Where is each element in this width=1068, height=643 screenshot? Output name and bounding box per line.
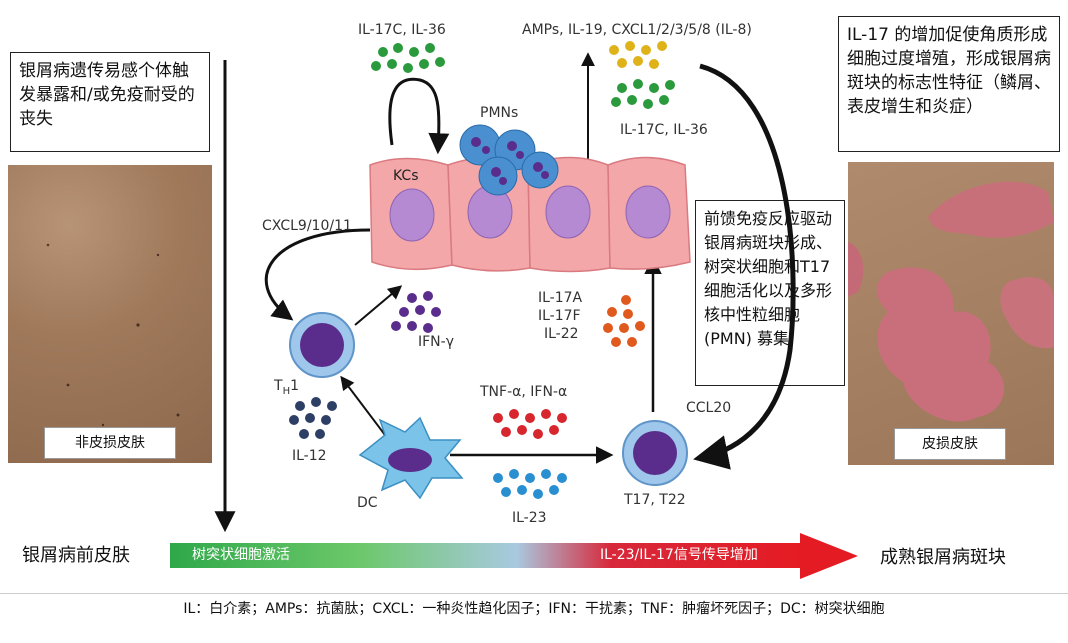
dots-il17c-right [611, 79, 675, 109]
left-note-text: 银屑病遗传易感个体触发暴露和/或免疫耐受的丧失 [19, 61, 195, 129]
right-note-text: IL-17 的增加促使角质形成细胞过度增殖，形成银屑病斑块的标志性特征（鳞屑、表… [847, 25, 1051, 117]
dots-il23 [493, 469, 567, 499]
bottom-left-label: 银屑病前皮肤 [22, 545, 130, 566]
label-il12: IL-12 [292, 448, 327, 464]
label-il17f: IL-17F [538, 308, 581, 324]
right-note-box: IL-17 的增加促使角质形成细胞过度增殖，形成银屑病斑块的标志性特征（鳞屑、表… [838, 16, 1060, 152]
lesional-skin-label: 皮损皮肤 [894, 428, 1006, 460]
dots-il17a [603, 295, 645, 347]
label-pmns: PMNs [480, 105, 519, 121]
nucleus-3 [545, 185, 591, 239]
label-ccl20: CCL20 [686, 400, 732, 416]
bar-left-text: 树突状细胞激活 [192, 547, 290, 563]
dots-il12 [289, 397, 337, 439]
dots-amps [609, 41, 667, 69]
autocrine-loop-arrow [388, 77, 450, 155]
label-il22: IL-22 [544, 326, 579, 342]
label-il17c-right: IL-17C, IL-36 [620, 122, 708, 138]
label-th1-sub: H [282, 385, 291, 397]
label-il17a: IL-17A [538, 290, 583, 306]
label-th1: TH1 [274, 378, 299, 397]
footer-divider [0, 593, 1068, 594]
label-tnf: TNF-α, IFN-α [480, 384, 568, 400]
feedforward-note-box: 前馈免疫反应驱动银屑病斑块形成、树突状细胞和T17细胞活化以及多形核中性粒细胞 … [695, 200, 845, 386]
nucleus-1 [389, 188, 435, 242]
dots-tnf [493, 409, 567, 439]
label-il23: IL-23 [512, 510, 547, 526]
cxcl-arrow [264, 228, 371, 321]
il12-arrow [340, 375, 386, 436]
label-th1-tail: 1 [290, 378, 300, 394]
dots-il17c-top [371, 43, 445, 73]
label-il17c-top: IL-17C, IL-36 [358, 22, 446, 38]
dots-ifn-gamma [391, 291, 441, 333]
label-ifn-gamma: IFN-γ [418, 334, 454, 350]
footer-abbreviations: IL：白介素；AMPs：抗菌肽；CXCL：一种炎性趋化因子；IFN：干扰素；TN… [183, 601, 885, 617]
t17-cell [622, 420, 688, 486]
progress-arrowhead [800, 533, 858, 579]
label-amps: AMPs, IL-19, CXCL1/2/3/5/8 (IL-8) [522, 22, 752, 38]
ifn-gamma-arrow [354, 285, 403, 326]
label-th1-main: T [274, 378, 283, 394]
non-lesional-skin-label: 非皮损皮肤 [44, 427, 176, 459]
progression-bar: 树突状细胞激活 IL-23/IL-17信号传导增加 [170, 543, 800, 568]
pmn-cells [459, 124, 559, 196]
th1-cell [289, 312, 355, 378]
feedforward-note-text: 前馈免疫反应驱动银屑病斑块形成、树突状细胞和T17细胞活化以及多形核中性粒细胞 … [704, 209, 833, 348]
dendritic-cell [358, 416, 464, 500]
label-t17: T17, T22 [624, 492, 686, 508]
bar-right-text: IL-23/IL-17信号传导增加 [600, 547, 758, 563]
label-kcs: KCs [393, 168, 419, 184]
left-note-box: 银屑病遗传易感个体触发暴露和/或免疫耐受的丧失 [10, 52, 210, 152]
plaque-shapes [848, 181, 1054, 422]
non-lesional-skin-photo: 非皮损皮肤 [8, 165, 212, 463]
skin-texture-left [46, 243, 180, 427]
label-dc: DC [357, 495, 378, 511]
label-cxcl: CXCL9/10/11 [262, 218, 352, 234]
nucleus-4 [625, 185, 671, 239]
lesional-skin-photo: 皮损皮肤 [848, 162, 1054, 465]
bottom-right-label: 成熟银屑病斑块 [880, 547, 1006, 568]
feedback-curved-arrow [693, 63, 796, 470]
